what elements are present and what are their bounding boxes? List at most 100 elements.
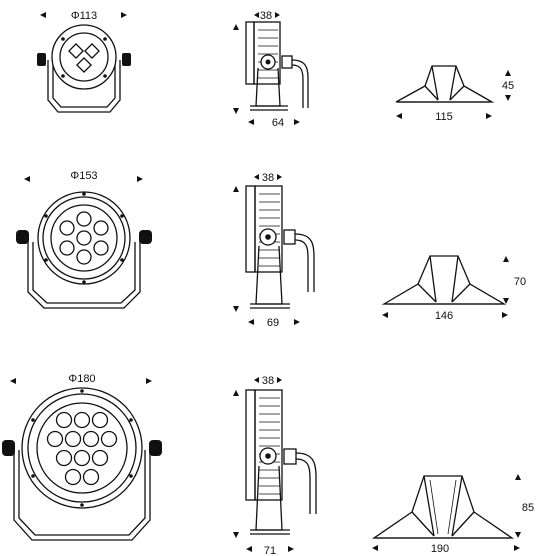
dim-arrow-right bbox=[277, 377, 282, 383]
side-view-2: 38 69 bbox=[233, 172, 315, 329]
front-glass bbox=[245, 185, 256, 273]
width-label-2: 146 bbox=[435, 310, 453, 322]
dim-arrow-up bbox=[503, 256, 509, 262]
knob-right bbox=[139, 230, 152, 244]
pivot-center bbox=[265, 234, 271, 240]
heat-fins bbox=[259, 397, 280, 495]
housing bbox=[254, 185, 283, 273]
led bbox=[84, 43, 100, 59]
led bbox=[91, 449, 109, 467]
led bbox=[73, 411, 91, 429]
led bbox=[46, 430, 64, 448]
dim-arrow-right bbox=[294, 319, 300, 325]
front-view-2: Φ153 bbox=[16, 170, 152, 309]
led bbox=[76, 230, 92, 246]
dim-arrow-right bbox=[146, 378, 152, 384]
width-label-3: 190 bbox=[431, 543, 449, 555]
side-view-1: 38 64 bbox=[233, 10, 309, 129]
dim-arrow-up bbox=[233, 24, 239, 30]
screw bbox=[82, 280, 86, 284]
screw bbox=[44, 258, 48, 262]
mount-view-3: 85 190 bbox=[371, 474, 534, 555]
mount-leg bbox=[429, 255, 459, 303]
bracket-arm bbox=[255, 245, 283, 305]
dim-arrow-left bbox=[254, 174, 259, 180]
dim-arrow-up bbox=[233, 186, 239, 192]
mount-leg bbox=[431, 65, 457, 101]
lamp-head bbox=[21, 387, 143, 509]
led bbox=[100, 430, 118, 448]
dim-arrow-right bbox=[277, 174, 282, 180]
dim-arrow-right bbox=[514, 545, 520, 551]
screw bbox=[31, 418, 35, 422]
top-dim-label-1: 38 bbox=[260, 10, 272, 22]
bezel-ring bbox=[42, 196, 126, 280]
mount-rib bbox=[417, 283, 471, 303]
pivot-center bbox=[265, 453, 271, 459]
front-view-3: Φ180 bbox=[2, 373, 162, 541]
dim-arrow-down bbox=[233, 306, 239, 312]
lens-ring bbox=[59, 32, 109, 82]
yoke-bracket bbox=[47, 60, 121, 113]
knob-left bbox=[37, 53, 46, 66]
led bbox=[55, 449, 73, 467]
mount-rib bbox=[411, 511, 475, 537]
dim-arrow-right bbox=[121, 12, 127, 18]
led bbox=[93, 220, 109, 236]
screw bbox=[120, 214, 124, 218]
height-label-3: 85 bbox=[522, 502, 534, 514]
cable-gland bbox=[283, 229, 296, 245]
dim-arrow-left bbox=[254, 377, 259, 383]
led bbox=[76, 249, 92, 265]
side-view-3: 38 71 bbox=[233, 375, 317, 556]
mount-body bbox=[395, 65, 495, 103]
lamp-head bbox=[51, 24, 117, 90]
bottom-dim-label-1: 64 bbox=[272, 117, 284, 129]
bezel-ring bbox=[27, 393, 137, 503]
yoke-bracket bbox=[13, 448, 151, 541]
lens-ring bbox=[36, 402, 128, 494]
dim-arrow-right bbox=[275, 12, 280, 18]
height-label-1: 45 bbox=[502, 80, 514, 92]
diameter-label-1: Φ113 bbox=[71, 10, 97, 22]
dim-arrow-down bbox=[505, 95, 511, 101]
yoke-bracket-inner bbox=[52, 62, 116, 108]
led bbox=[82, 468, 100, 486]
led bbox=[73, 449, 91, 467]
mount-view-2: 70 146 bbox=[381, 255, 526, 322]
dim-arrow-left bbox=[246, 546, 252, 552]
dim-arrow-left bbox=[396, 113, 402, 119]
led bbox=[82, 430, 100, 448]
dim-arrow-left bbox=[382, 312, 388, 318]
dim-arrow-down bbox=[503, 298, 509, 304]
cable-gland bbox=[281, 55, 293, 69]
led bbox=[76, 57, 92, 73]
screw bbox=[120, 258, 124, 262]
dim-arrow-up bbox=[515, 474, 521, 480]
housing bbox=[254, 389, 283, 501]
mount-body bbox=[381, 255, 507, 305]
screw bbox=[103, 74, 107, 78]
screw bbox=[61, 74, 65, 78]
dim-arrow-down bbox=[515, 532, 521, 538]
bottom-dim-label-3: 71 bbox=[264, 545, 276, 556]
pivot-center bbox=[265, 59, 271, 65]
yoke-bracket bbox=[27, 240, 141, 309]
top-dim-label-2: 38 bbox=[262, 172, 274, 184]
knob-right bbox=[122, 53, 131, 66]
heat-fins bbox=[258, 29, 278, 79]
dim-arrow-left bbox=[40, 12, 46, 18]
screw bbox=[129, 418, 133, 422]
row-1: Φ113 38 bbox=[37, 10, 514, 129]
width-label-1: 115 bbox=[435, 111, 453, 123]
diameter-label-3: Φ180 bbox=[68, 373, 95, 385]
cable bbox=[295, 452, 317, 514]
cable-gland bbox=[283, 448, 297, 465]
top-dim-label-3: 38 bbox=[262, 375, 274, 387]
led bbox=[59, 220, 75, 236]
led bbox=[68, 43, 84, 59]
cable bbox=[294, 233, 315, 292]
screw bbox=[80, 503, 84, 507]
cable bbox=[291, 59, 309, 108]
